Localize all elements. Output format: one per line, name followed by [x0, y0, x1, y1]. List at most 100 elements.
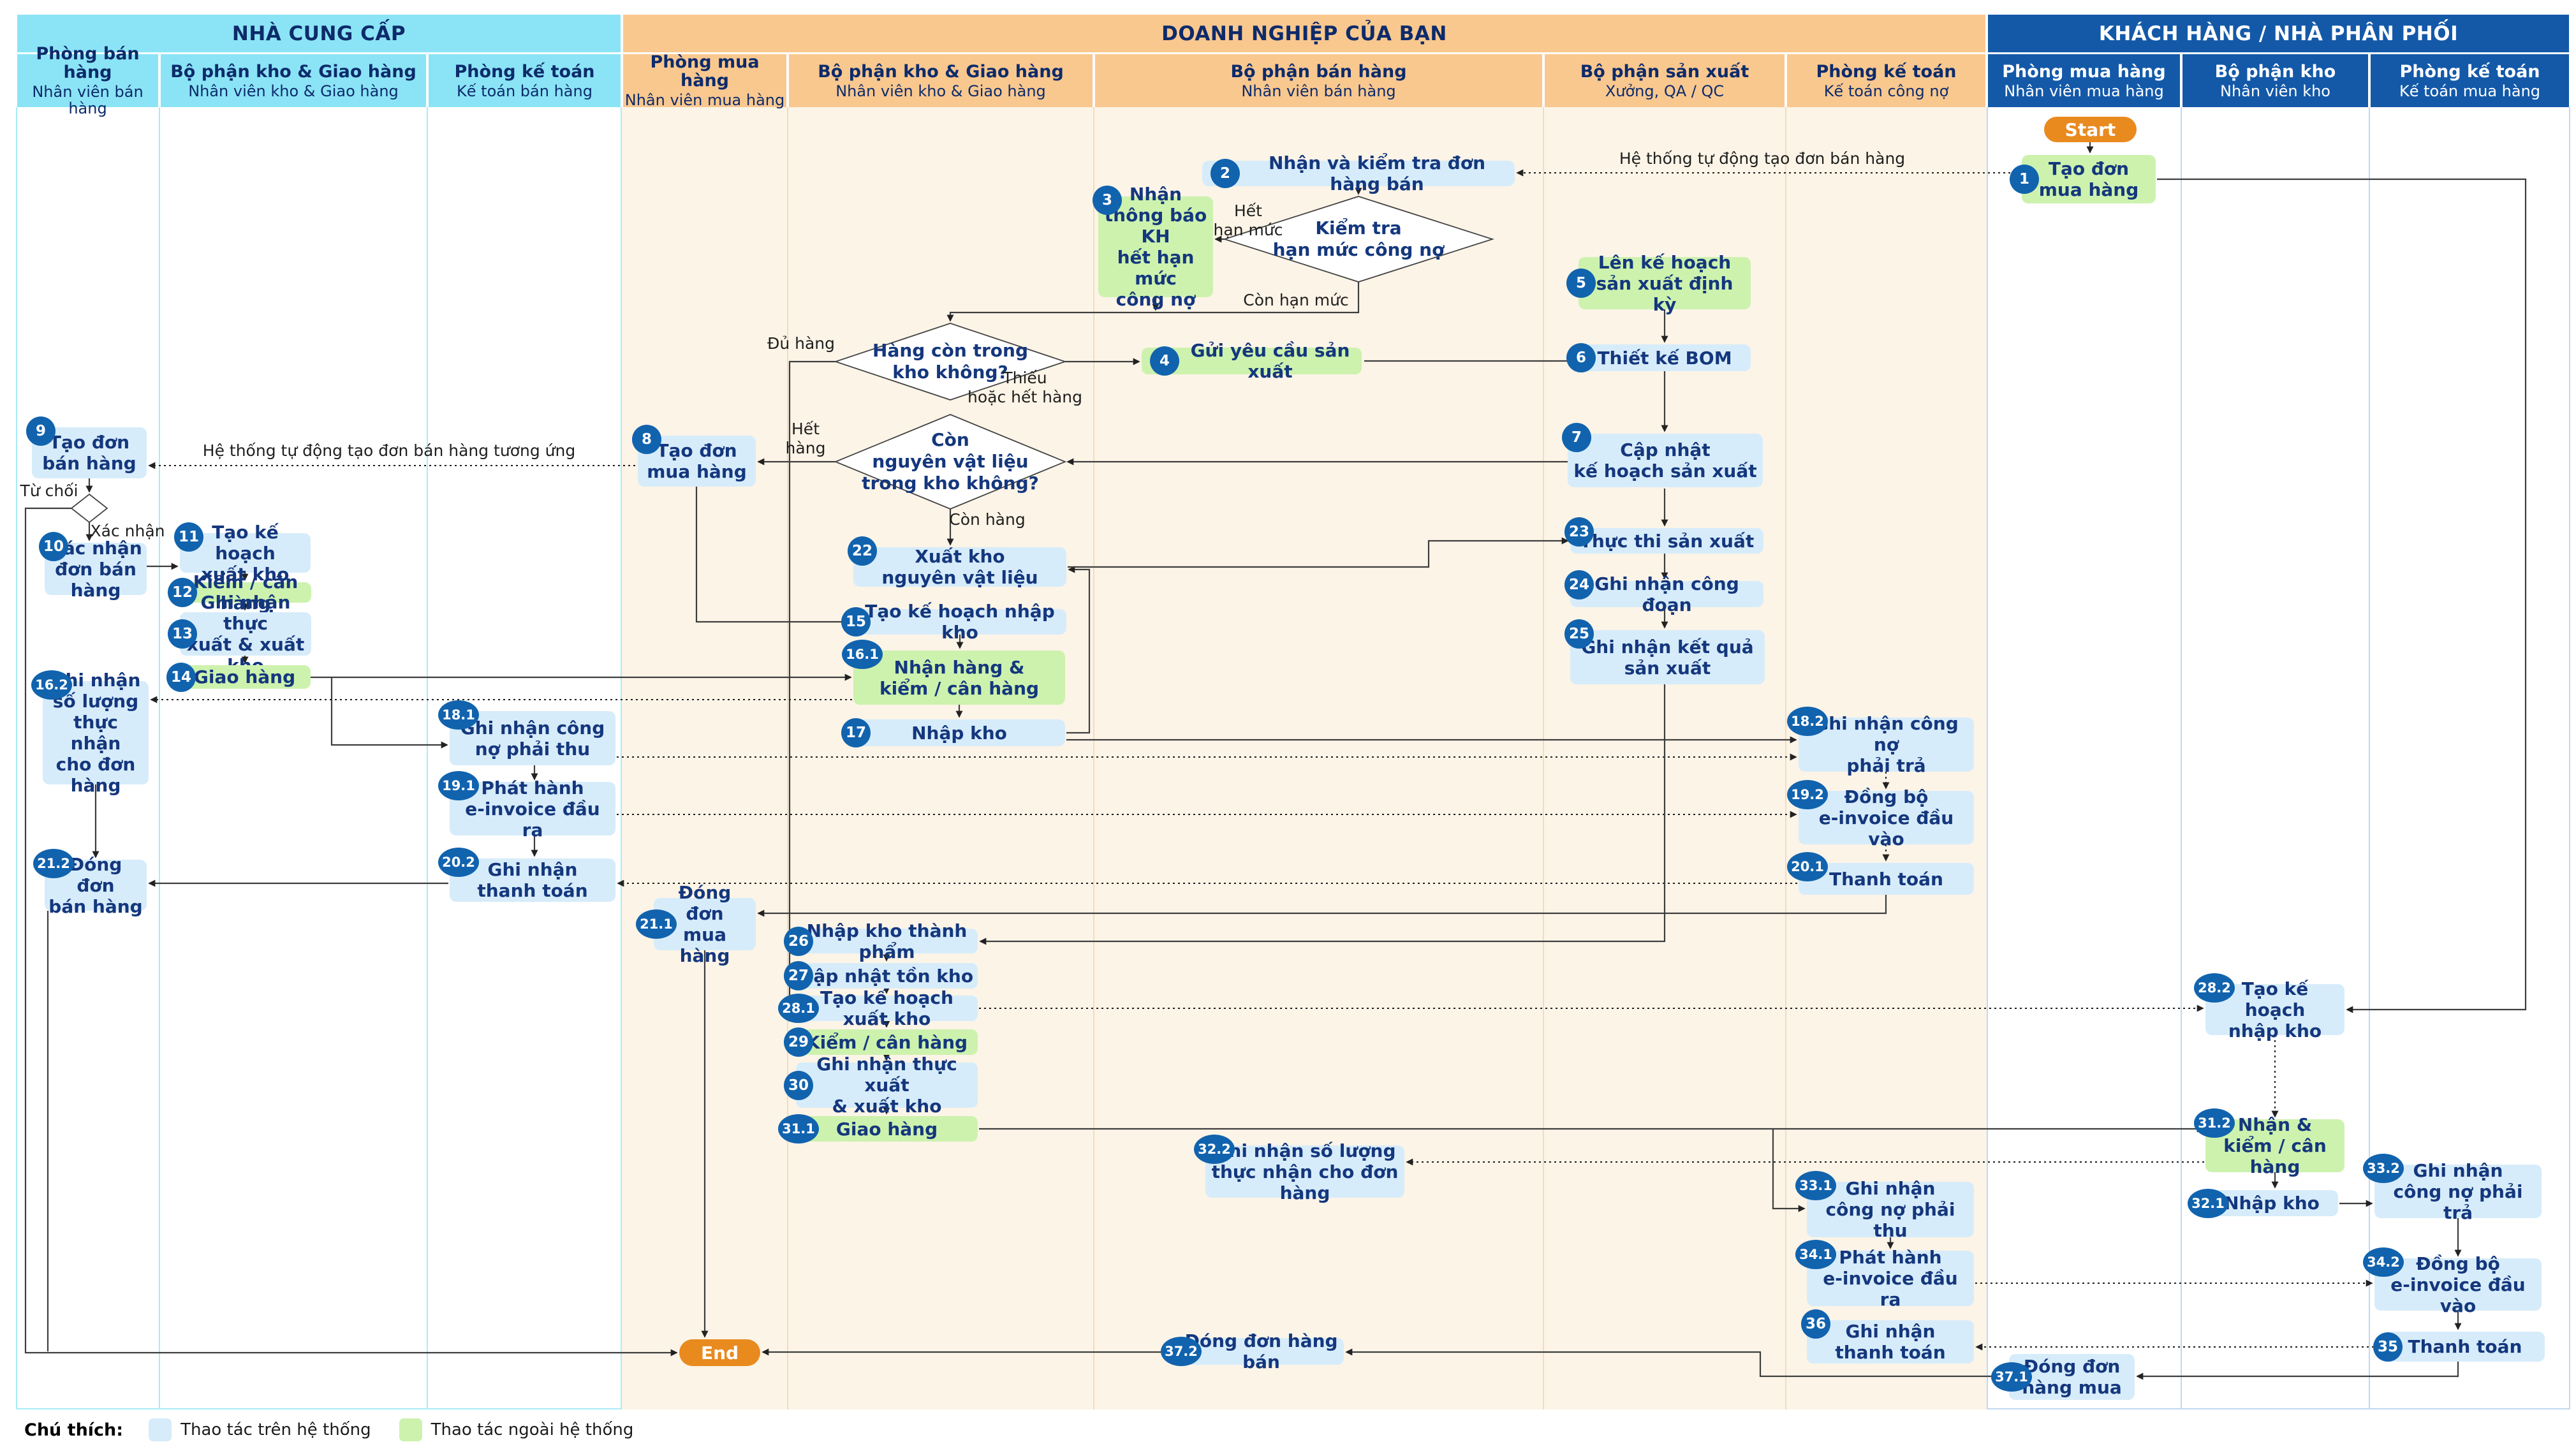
step-badge-33.1: 33.1	[1795, 1171, 1836, 1200]
step-badge-28.1: 28.1	[778, 994, 819, 1023]
section-header-2: KHÁCH HÀNG / NHÀ PHÂN PHỐI	[1988, 15, 2569, 52]
step-badge-10: 10	[39, 532, 68, 561]
edge-label-7: Còn hàng	[949, 510, 1026, 529]
lane-divider	[1785, 107, 1786, 1409]
flow-node-19.2: Đồng bộ e-invoice đầu vào	[1799, 786, 1974, 850]
step-badge-31.2: 31.2	[2194, 1108, 2235, 1138]
flow-node-5: Lên kế hoạch sản xuất định kỳ	[1579, 252, 1751, 315]
flow-node-34.1: Phát hành e-invoice đầu ra	[1807, 1247, 1974, 1310]
flow-node-22: Xuất kho nguyên vật liệu	[853, 546, 1066, 588]
flow-edge	[787, 360, 835, 1012]
column-title: Bộ phận bán hàng	[1230, 61, 1407, 82]
flow-edge	[2157, 178, 2527, 1013]
flow-node-start: Start	[2044, 117, 2137, 142]
step-badge-33.2: 33.2	[2363, 1154, 2404, 1183]
column-title: Phòng kế toán	[2399, 61, 2540, 82]
flow-edge	[757, 895, 1887, 917]
edge-label-9: Xác nhận	[90, 522, 165, 540]
flow-node-24: Ghi nhận công đoạn	[1570, 573, 1763, 615]
lane-divider	[2181, 107, 2182, 1409]
decision-label-d1: Kiểm tra hạn mức công nợ	[1272, 217, 1445, 260]
step-badge-16.1: 16.1	[842, 640, 883, 669]
step-badge-34.2: 34.2	[2363, 1247, 2404, 1277]
flow-node-13: Ghi nhận thực xuất & xuất kho	[180, 592, 311, 676]
column-subtitle: Nhân viên mua hàng	[2004, 82, 2164, 100]
legend-label-off-system: Thao tác ngoài hệ thống	[431, 1420, 634, 1439]
step-badge-13: 13	[168, 619, 197, 649]
edge-label-5: Thiếu hoặc hết hàng	[967, 369, 1083, 406]
step-badge-8: 8	[632, 425, 661, 454]
flow-node-36: Ghi nhận thanh toán	[1807, 1320, 1974, 1364]
flow-node-15: Tạo kế hoạch nhập kho	[853, 601, 1066, 643]
column-subtitle: Kế toán công nợ	[1823, 82, 1949, 100]
flow-edge	[1066, 566, 1091, 734]
flow-node-29: Kiểm / cân hàng	[796, 1029, 978, 1055]
flow-edge	[979, 684, 1666, 945]
step-badge-11: 11	[174, 522, 203, 552]
step-badge-6: 6	[1566, 343, 1596, 372]
step-badge-19.1: 19.1	[438, 771, 479, 800]
column-title: Bộ phận kho & Giao hàng	[170, 61, 416, 82]
flow-node-18.1: Ghi nhận công nợ phải thu	[450, 711, 615, 765]
flow-node-3: Nhận thông báo KH hết hạn mức công nợ	[1098, 184, 1213, 310]
edge-label-1: Hệ thống tự động tạo đơn bán hàng tương …	[202, 441, 576, 460]
flow-edge	[695, 487, 852, 626]
step-badge-20.2: 20.2	[438, 848, 479, 877]
step-badge-18.1: 18.1	[438, 700, 479, 730]
step-badge-21.2: 21.2	[33, 849, 74, 878]
step-badge-9: 9	[26, 416, 55, 446]
lane-divider	[427, 107, 428, 1409]
decision-d2	[834, 323, 1067, 401]
flow-node-21.2: Đóng đơn bán hàng	[45, 854, 147, 917]
flow-node-14: Giao hàng	[179, 665, 311, 689]
step-badge-26: 26	[784, 926, 813, 956]
column-subtitle: Nhân viên kho & Giao hàng	[835, 82, 1046, 100]
step-badge-29: 29	[784, 1027, 813, 1057]
flow-node-1: Tạo đơn mua hàng	[2022, 155, 2156, 203]
step-badge-4: 4	[1150, 346, 1179, 376]
flow-node-20.1: Thanh toán	[1799, 863, 1974, 895]
flow-node-28.2: Tạo kế hoạch nhập kho	[2205, 978, 2344, 1041]
flow-edge	[330, 677, 448, 749]
step-badge-37.2: 37.2	[1161, 1337, 1202, 1366]
lane-divider	[159, 107, 160, 1409]
column-subtitle: Xưởng, QA / QC	[1605, 82, 1725, 100]
step-badge-2: 2	[1211, 159, 1240, 188]
decision-d4	[70, 493, 108, 524]
step-badge-16.2: 16.2	[31, 670, 72, 700]
edge-label-2: Hết hạn mức	[1213, 202, 1283, 239]
column-title: Bộ phận kho	[2214, 61, 2336, 82]
flow-node-33.1: Ghi nhận công nợ phải thu	[1807, 1178, 1974, 1241]
step-badge-32.2: 32.2	[1194, 1135, 1235, 1164]
column-subtitle: Nhân viên bán hàng	[32, 83, 144, 117]
column-title: Bộ phận kho & Giao hàng	[818, 61, 1064, 82]
flow-node-17: Nhập kho	[853, 719, 1065, 746]
section-header-0: NHÀ CUNG CẤP	[17, 15, 621, 52]
flow-edge	[1345, 1348, 2009, 1378]
flow-node-26: Nhập kho thành phẩm	[796, 920, 978, 962]
flow-node-end: End	[679, 1339, 760, 1366]
edge-label-0: Hệ thống tự động tạo đơn bán hàng	[1619, 149, 1906, 168]
flow-node-8: Tạo đơn mua hàng	[638, 436, 756, 487]
step-badge-36: 36	[1801, 1309, 1830, 1339]
flow-node-7: Cập nhật kế hoạch sản xuất	[1568, 434, 1763, 487]
legend: Chú thích: Thao tác trên hệ thống Thao t…	[24, 1418, 633, 1441]
flow-node-25: Ghi nhận kết quả sản xuất	[1570, 630, 1765, 684]
step-badge-24: 24	[1564, 570, 1594, 599]
column-subtitle: Nhân viên kho & Giao hàng	[188, 82, 399, 100]
flow-edge	[2136, 1362, 2459, 1380]
legend-title: Chú thích:	[24, 1420, 124, 1440]
flow-node-27: Cập nhật tồn kho	[796, 963, 978, 989]
step-badge-14: 14	[166, 662, 196, 692]
step-badge-23: 23	[1564, 517, 1594, 547]
edge-label-4: Đủ hàng	[767, 334, 835, 353]
step-badge-20.1: 20.1	[1787, 852, 1828, 881]
